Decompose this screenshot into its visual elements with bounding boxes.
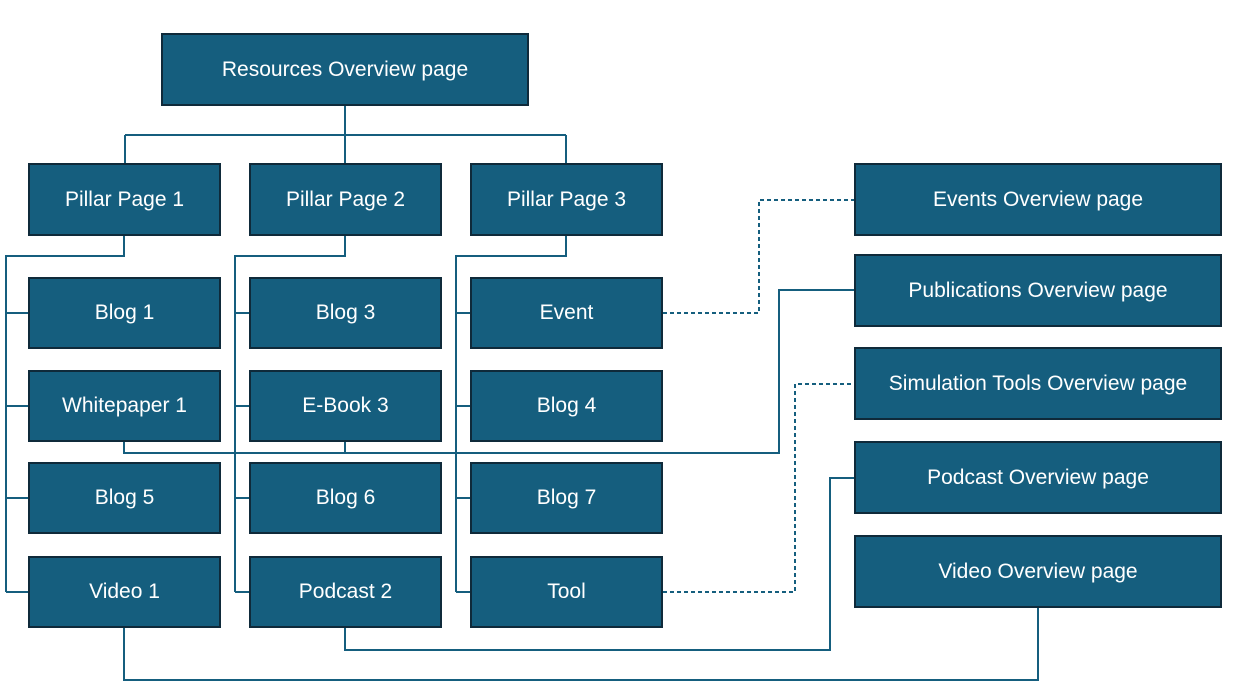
content-node-label: Podcast 2 bbox=[298, 580, 393, 603]
content-node: Blog 6 bbox=[249, 462, 442, 534]
pillar-node-label: Pillar Page 1 bbox=[64, 187, 185, 211]
content-node: E-Book 3 bbox=[249, 370, 442, 442]
content-node-label: Blog 4 bbox=[536, 394, 597, 417]
content-node-label: Blog 5 bbox=[94, 486, 155, 509]
content-node-label: Whitepaper 1 bbox=[62, 394, 187, 417]
pillar-node-label: Pillar Page 3 bbox=[506, 187, 627, 211]
content-node: Blog 4 bbox=[470, 370, 663, 442]
content-node-label: E-Book 3 bbox=[302, 394, 389, 417]
content-node-label: Blog 3 bbox=[315, 301, 376, 324]
overview-node-label: Video Overview page bbox=[938, 559, 1138, 583]
overview-node-label: Simulation Tools Overview page bbox=[888, 371, 1188, 395]
root-node-label: Resources Overview page bbox=[221, 57, 469, 81]
overview-node-label: Podcast Overview page bbox=[927, 465, 1149, 489]
overview-node-publications: Publications Overview page bbox=[854, 254, 1222, 327]
content-node: Event bbox=[470, 277, 663, 349]
overview-node-label: Events Overview page bbox=[932, 187, 1144, 211]
pillar-node-1: Pillar Page 1 bbox=[28, 163, 221, 236]
connector-tool-to-simulation-overview bbox=[663, 383, 855, 593]
connector-to-publications bbox=[123, 289, 855, 454]
connector-event-to-events-overview bbox=[663, 199, 855, 314]
content-node-label: Blog 1 bbox=[94, 301, 155, 324]
root-node: Resources Overview page bbox=[161, 33, 529, 106]
content-node-label: Blog 6 bbox=[315, 486, 376, 509]
content-node-label: Event bbox=[539, 301, 594, 324]
content-node: Blog 3 bbox=[249, 277, 442, 349]
content-node: Tool bbox=[470, 556, 663, 628]
connector-to-podcast-overview bbox=[344, 477, 855, 651]
content-node-label: Video 1 bbox=[89, 580, 160, 603]
pillar-node-label: Pillar Page 2 bbox=[285, 187, 406, 211]
overview-node-label: Publications Overview page bbox=[908, 278, 1168, 302]
content-node: Blog 5 bbox=[28, 462, 221, 534]
overview-node-podcast: Podcast Overview page bbox=[854, 441, 1222, 514]
overview-node-video: Video Overview page bbox=[854, 535, 1222, 608]
connector-root-to-pillars bbox=[124, 106, 567, 164]
overview-node-events: Events Overview page bbox=[854, 163, 1222, 236]
content-node: Podcast 2 bbox=[249, 556, 442, 628]
content-node: Blog 1 bbox=[28, 277, 221, 349]
overview-node-simulation-tools: Simulation Tools Overview page bbox=[854, 347, 1222, 420]
connector-to-video-overview bbox=[123, 608, 1039, 681]
connector-pillar-3-children bbox=[455, 236, 567, 593]
content-node-label: Blog 7 bbox=[536, 486, 597, 509]
content-node-label: Tool bbox=[547, 580, 586, 603]
pillar-node-3: Pillar Page 3 bbox=[470, 163, 663, 236]
connector-pillar-2-children bbox=[234, 236, 346, 593]
pillar-node-2: Pillar Page 2 bbox=[249, 163, 442, 236]
content-node: Video 1 bbox=[28, 556, 221, 628]
content-node: Blog 7 bbox=[470, 462, 663, 534]
connector-pillar-1-children bbox=[5, 236, 125, 593]
content-node: Whitepaper 1 bbox=[28, 370, 221, 442]
